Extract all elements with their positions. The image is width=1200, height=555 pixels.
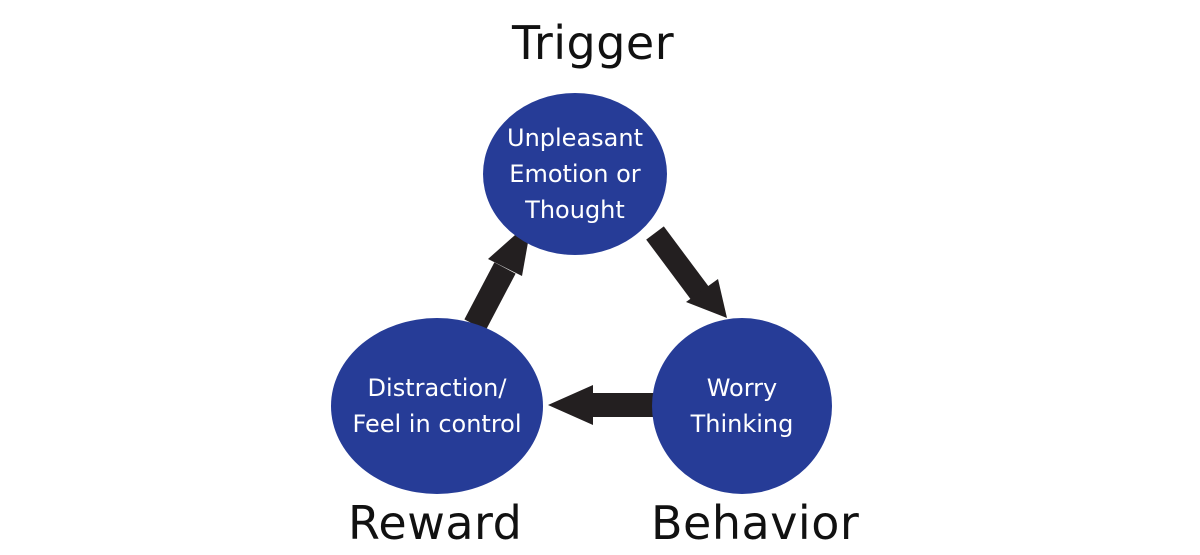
behavior-node: Worry Thinking bbox=[652, 318, 832, 494]
stage-label-reward: Reward bbox=[348, 496, 523, 550]
behavior-node-text: Worry Thinking bbox=[690, 374, 794, 438]
arrow-behavior-to-reward bbox=[548, 385, 655, 425]
stage-label-behavior: Behavior bbox=[651, 496, 860, 550]
stage-label-trigger: Trigger bbox=[512, 16, 675, 70]
reward-node-text: Distraction/ Feel in control bbox=[352, 374, 522, 438]
trigger-node-text: Unpleasant Emotion or Thought bbox=[507, 124, 643, 224]
reward-node: Distraction/ Feel in control bbox=[331, 318, 543, 494]
arrow-trigger-to-behavior bbox=[646, 226, 727, 318]
trigger-node: Unpleasant Emotion or Thought bbox=[483, 93, 667, 255]
